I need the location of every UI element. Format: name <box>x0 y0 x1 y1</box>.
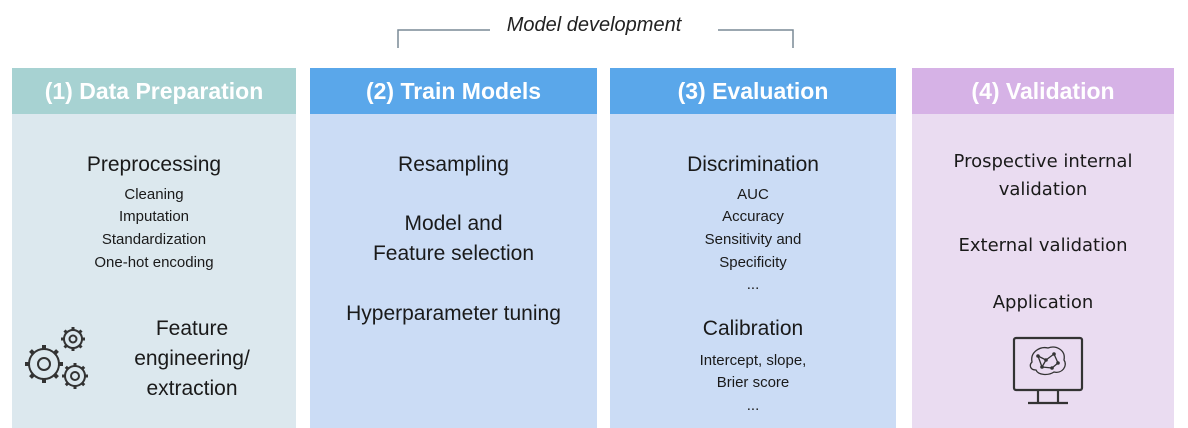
column-train-models: (2) Train Models Resampling Model and Fe… <box>310 68 597 428</box>
discrimination-item: AUC <box>737 186 769 203</box>
preprocessing-item: Standardization <box>101 231 207 248</box>
column-validation: (4) Validation Prospective internal vali… <box>912 68 1174 428</box>
calibration-item: Intercept, slope, <box>699 352 807 369</box>
calibration-title: Calibration <box>702 317 804 340</box>
discrimination-item: Accuracy <box>722 208 784 225</box>
preprocessing-item: One-hot encoding <box>94 254 214 271</box>
feature-line: engineering/ <box>134 347 250 370</box>
feature-line: Feature <box>155 317 229 340</box>
preprocessing-item: Cleaning <box>124 186 184 203</box>
discrimination-title: Discrimination <box>687 153 819 176</box>
resampling-step: Resampling <box>398 153 509 176</box>
model-development-title: Model development <box>506 14 682 36</box>
model-feature-line: Feature selection <box>372 242 535 265</box>
column-body: Prospective internal validation External… <box>912 114 1174 428</box>
discrimination-item: Specificity <box>719 254 787 271</box>
column-body: Discrimination AUC Accuracy Sensitivity … <box>610 114 896 428</box>
calibration-item: ... <box>746 397 760 414</box>
column-header: (3) Evaluation <box>610 68 896 114</box>
application: Application <box>992 292 1094 313</box>
tuning-step: Hyperparameter tuning <box>346 302 561 325</box>
column-header: (4) Validation <box>912 68 1174 114</box>
discrimination-item: ... <box>746 276 760 293</box>
monitor-brain-icon <box>1012 336 1084 405</box>
feature-line: extraction <box>146 377 238 400</box>
column-data-preparation: (1) Data Preparation Preprocessing Clean… <box>12 68 296 428</box>
gears-icon <box>25 327 88 389</box>
preprocessing-title: Preprocessing <box>86 153 222 176</box>
calibration-item: Brier score <box>716 374 790 391</box>
prospective-line: validation <box>998 179 1088 200</box>
external-validation: External validation <box>958 235 1128 256</box>
column-header: (1) Data Preparation <box>12 68 296 114</box>
discrimination-item: Sensitivity and <box>704 231 802 248</box>
preprocessing-item: Imputation <box>118 208 190 225</box>
column-body: Resampling Model and Feature selection H… <box>310 114 597 428</box>
column-body: Preprocessing Cleaning Imputation Standa… <box>12 114 296 428</box>
prospective-line: Prospective internal <box>953 151 1133 172</box>
column-header: (2) Train Models <box>310 68 597 114</box>
model-development-bracket <box>397 29 794 48</box>
column-evaluation: (3) Evaluation Discrimination AUC Accura… <box>610 68 896 428</box>
model-feature-line: Model and <box>404 212 503 235</box>
